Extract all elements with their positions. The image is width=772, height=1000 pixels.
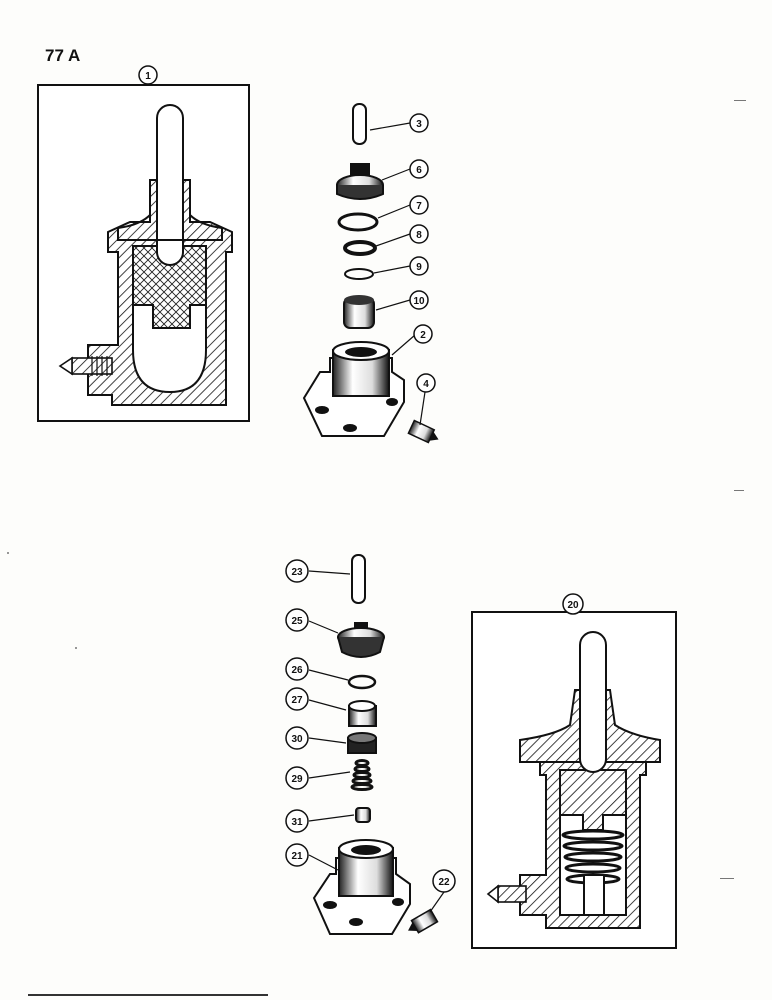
svg-text:29: 29 [291, 774, 303, 785]
svg-text:27: 27 [291, 695, 303, 706]
callout-9: 9 [409, 256, 429, 276]
callout-7: 7 [409, 195, 429, 215]
part-10-piston [343, 295, 375, 329]
scan-marks [7, 100, 746, 879]
callout-6: 6 [409, 159, 429, 179]
bottom-exploded-parts [312, 554, 439, 935]
part-7-snap-ring [337, 212, 379, 232]
callout-22: 22 [432, 869, 456, 893]
svg-text:8: 8 [416, 230, 422, 241]
svg-text:9: 9 [416, 262, 422, 273]
callout-10: 10 [409, 290, 429, 310]
bottom-rule [28, 994, 268, 996]
svg-text:26: 26 [291, 665, 303, 676]
callout-26: 26 [285, 657, 309, 681]
callout-4: 4 [416, 373, 436, 393]
callout-1: 1 [138, 65, 158, 85]
svg-text:6: 6 [416, 165, 422, 176]
callout-25: 25 [285, 608, 309, 632]
leader-lines [308, 122, 445, 913]
svg-text:7: 7 [416, 201, 422, 212]
cross-section-view-20 [471, 611, 677, 949]
svg-text:21: 21 [291, 851, 303, 862]
svg-text:30: 30 [291, 734, 303, 745]
svg-text:23: 23 [291, 567, 303, 578]
svg-text:2: 2 [420, 330, 426, 341]
callout-27: 27 [285, 687, 309, 711]
callout-29: 29 [285, 766, 309, 790]
part-23-pushrod [351, 554, 366, 604]
part-26-snap-ring [347, 674, 377, 690]
part-2-cylinder-body [302, 341, 405, 437]
svg-text:20: 20 [567, 600, 579, 611]
svg-text:3: 3 [416, 119, 422, 130]
callout-3: 3 [409, 113, 429, 133]
part-3-pushrod [352, 103, 367, 145]
part-29-spring [350, 759, 374, 791]
callout-20: 20 [562, 593, 584, 615]
part-22-bleeder-screw [408, 908, 439, 934]
svg-text:25: 25 [291, 616, 303, 627]
svg-text:10: 10 [413, 296, 425, 307]
part-9-o-ring [344, 268, 374, 280]
part-25-boot [337, 622, 385, 658]
part-4-bleeder-screw [407, 419, 439, 444]
svg-text:1: 1 [145, 71, 151, 82]
callout-30: 30 [285, 726, 309, 750]
part-27-bushing [348, 700, 377, 727]
callout-23: 23 [285, 559, 309, 583]
svg-text:31: 31 [291, 817, 303, 828]
page-number: 77 A [45, 46, 81, 65]
callout-2: 2 [413, 324, 433, 344]
part-30-cup [347, 732, 377, 754]
part-8-washer [343, 240, 377, 256]
svg-text:22: 22 [438, 877, 450, 888]
callouts: 1 3 6 7 8 9 10 2 4 23 25 26 27 30 29 31 … [138, 65, 584, 893]
callout-31: 31 [285, 809, 309, 833]
cross-section-view-1 [37, 84, 250, 422]
svg-text:4: 4 [423, 379, 429, 390]
part-21-cylinder-body [312, 839, 411, 935]
part-6-boot [336, 163, 384, 200]
part-31-valve [355, 807, 371, 823]
top-exploded-parts [302, 103, 439, 444]
callout-21: 21 [285, 843, 309, 867]
callout-8: 8 [409, 224, 429, 244]
